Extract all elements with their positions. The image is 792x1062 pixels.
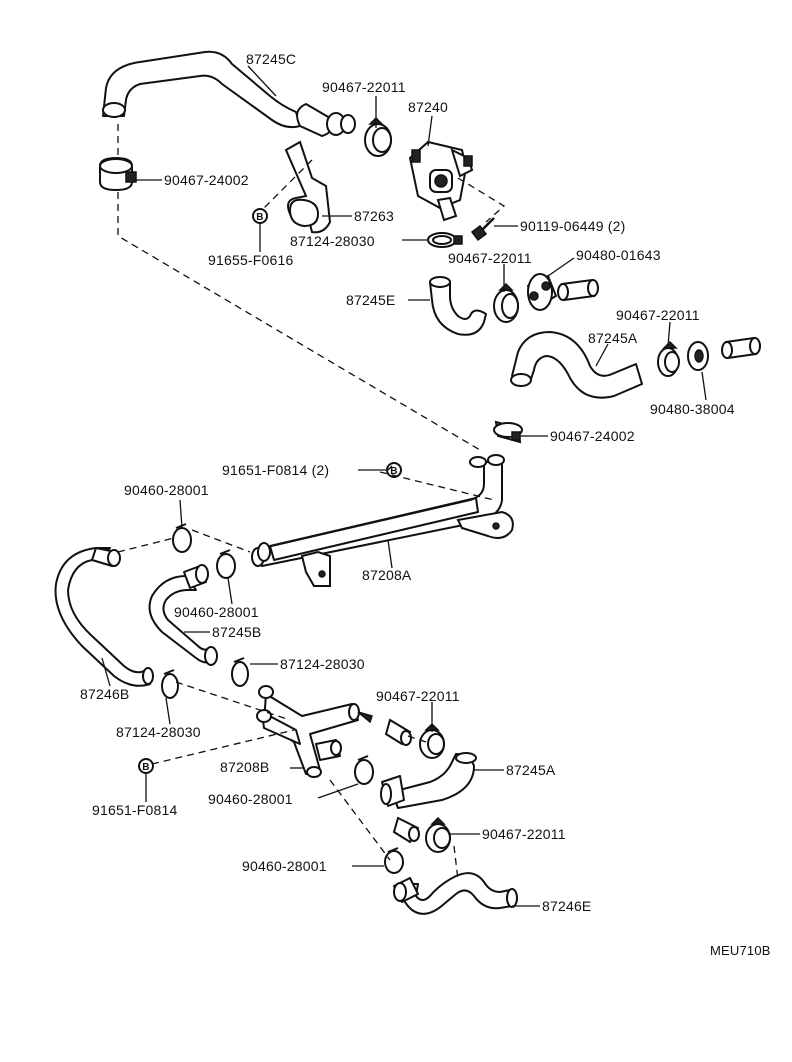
svg-text:B: B — [256, 212, 263, 223]
hose-87246B[interactable] — [54, 547, 154, 687]
label-90460-28001-a: 90460-28001 — [124, 482, 209, 498]
water-valve-87240[interactable] — [408, 140, 474, 222]
label-87208A: 87208A — [362, 567, 412, 583]
label-90467-22011-d: 90467-22011 — [376, 688, 460, 704]
hose-87245A-upper[interactable] — [510, 331, 643, 399]
drawing-code: MEU710B — [710, 943, 771, 958]
label-87245A-b: 87245A — [506, 762, 556, 778]
hose-87246E[interactable] — [393, 872, 518, 915]
label-90467-24002-a: 90467-24002 — [164, 172, 249, 188]
label-90467-22011-e: 90467-22011 — [482, 826, 566, 842]
hose-87245E[interactable] — [429, 276, 487, 336]
label-90480-01643: 90480-01643 — [576, 247, 661, 263]
label-87240: 87240 — [408, 99, 448, 115]
clamp-90467-24002-upper[interactable] — [99, 156, 137, 192]
hose-87245A-lower[interactable] — [380, 752, 477, 809]
pipe-stub-lower-a — [384, 718, 412, 746]
pipe-stub-upper — [557, 278, 599, 302]
svg-text:B: B — [142, 762, 149, 773]
assembly-lines — [117, 124, 506, 881]
label-91655-F0616: 91655-F0616 — [208, 252, 294, 268]
hose-87245B[interactable] — [148, 564, 218, 666]
label-87263: 87263 — [354, 208, 394, 224]
grommet-90480-38004[interactable] — [687, 341, 709, 371]
grommet-90480-01643[interactable] — [526, 273, 558, 311]
label-87124-28030-c: 87124-28030 — [116, 724, 201, 740]
label-87245C: 87245C — [246, 51, 296, 67]
label-87208B: 87208B — [220, 759, 269, 775]
svg-text:B: B — [390, 466, 397, 477]
pipe-stub-lower-b — [392, 816, 420, 844]
water-pipe-87208A[interactable] — [251, 454, 514, 587]
clamp-90460-28001-d[interactable] — [384, 847, 404, 874]
label-90467-22011-a: 90467-22011 — [322, 79, 406, 95]
label-90467-24002-b: 90467-24002 — [550, 428, 635, 444]
label-90467-22011-c: 90467-22011 — [616, 307, 700, 323]
hose-87245C[interactable] — [102, 50, 356, 137]
label-90119-06449: 90119-06449 (2) — [520, 218, 625, 234]
bolt-91655-F0616[interactable]: B — [252, 208, 268, 224]
bracket-87263[interactable] — [284, 140, 332, 234]
leader-lines — [101, 65, 707, 907]
gasket-87124-28030-low[interactable] — [161, 669, 179, 699]
clamp-90460-28001-a[interactable] — [172, 523, 192, 553]
clamp-90467-22011-right[interactable] — [657, 340, 680, 377]
label-87245B: 87245B — [212, 624, 261, 640]
gasket-87124-28030-upper[interactable] — [427, 232, 463, 248]
clamp-90467-24002-lower[interactable] — [493, 420, 523, 444]
water-pipe-87208B[interactable] — [256, 685, 373, 778]
clamp-90467-22011-mid[interactable] — [493, 282, 519, 323]
clamp-90460-28001-b[interactable] — [216, 549, 236, 579]
label-91651-F0814-b: 91651-F0814 — [92, 802, 178, 818]
gasket-87124-28030-mid[interactable] — [231, 657, 249, 687]
label-90460-28001-c: 90460-28001 — [208, 791, 293, 807]
label-91651-F0814-a: 91651-F0814 (2) — [222, 462, 329, 478]
clamp-90467-22011-lower-b[interactable] — [425, 816, 451, 853]
part-labels: 87245C 90467-22011 87240 90467-24002 872… — [80, 51, 771, 958]
label-87124-28030-b: 87124-28030 — [280, 656, 365, 672]
pipe-stub-right — [721, 336, 761, 360]
label-87245E: 87245E — [346, 292, 395, 308]
bolt-91651-F0814[interactable]: B — [138, 758, 154, 774]
clamp-90467-22011-top[interactable] — [364, 116, 392, 157]
label-90467-22011-b: 90467-22011 — [448, 250, 532, 266]
clamp-90467-22011-lower-a[interactable] — [419, 722, 445, 759]
label-87124-28030-a: 87124-28030 — [290, 233, 375, 249]
label-90460-28001-d: 90460-28001 — [242, 858, 327, 874]
screw-90119-06449[interactable] — [470, 217, 495, 242]
label-90480-38004: 90480-38004 — [650, 401, 735, 417]
label-87246E: 87246E — [542, 898, 591, 914]
bolt-91651-F0814-pair[interactable]: B — [386, 462, 402, 478]
clamp-90460-28001-c[interactable] — [354, 755, 374, 785]
label-87246B: 87246B — [80, 686, 129, 702]
label-87245A-a: 87245A — [588, 330, 638, 346]
label-90460-28001-b: 90460-28001 — [174, 604, 259, 620]
